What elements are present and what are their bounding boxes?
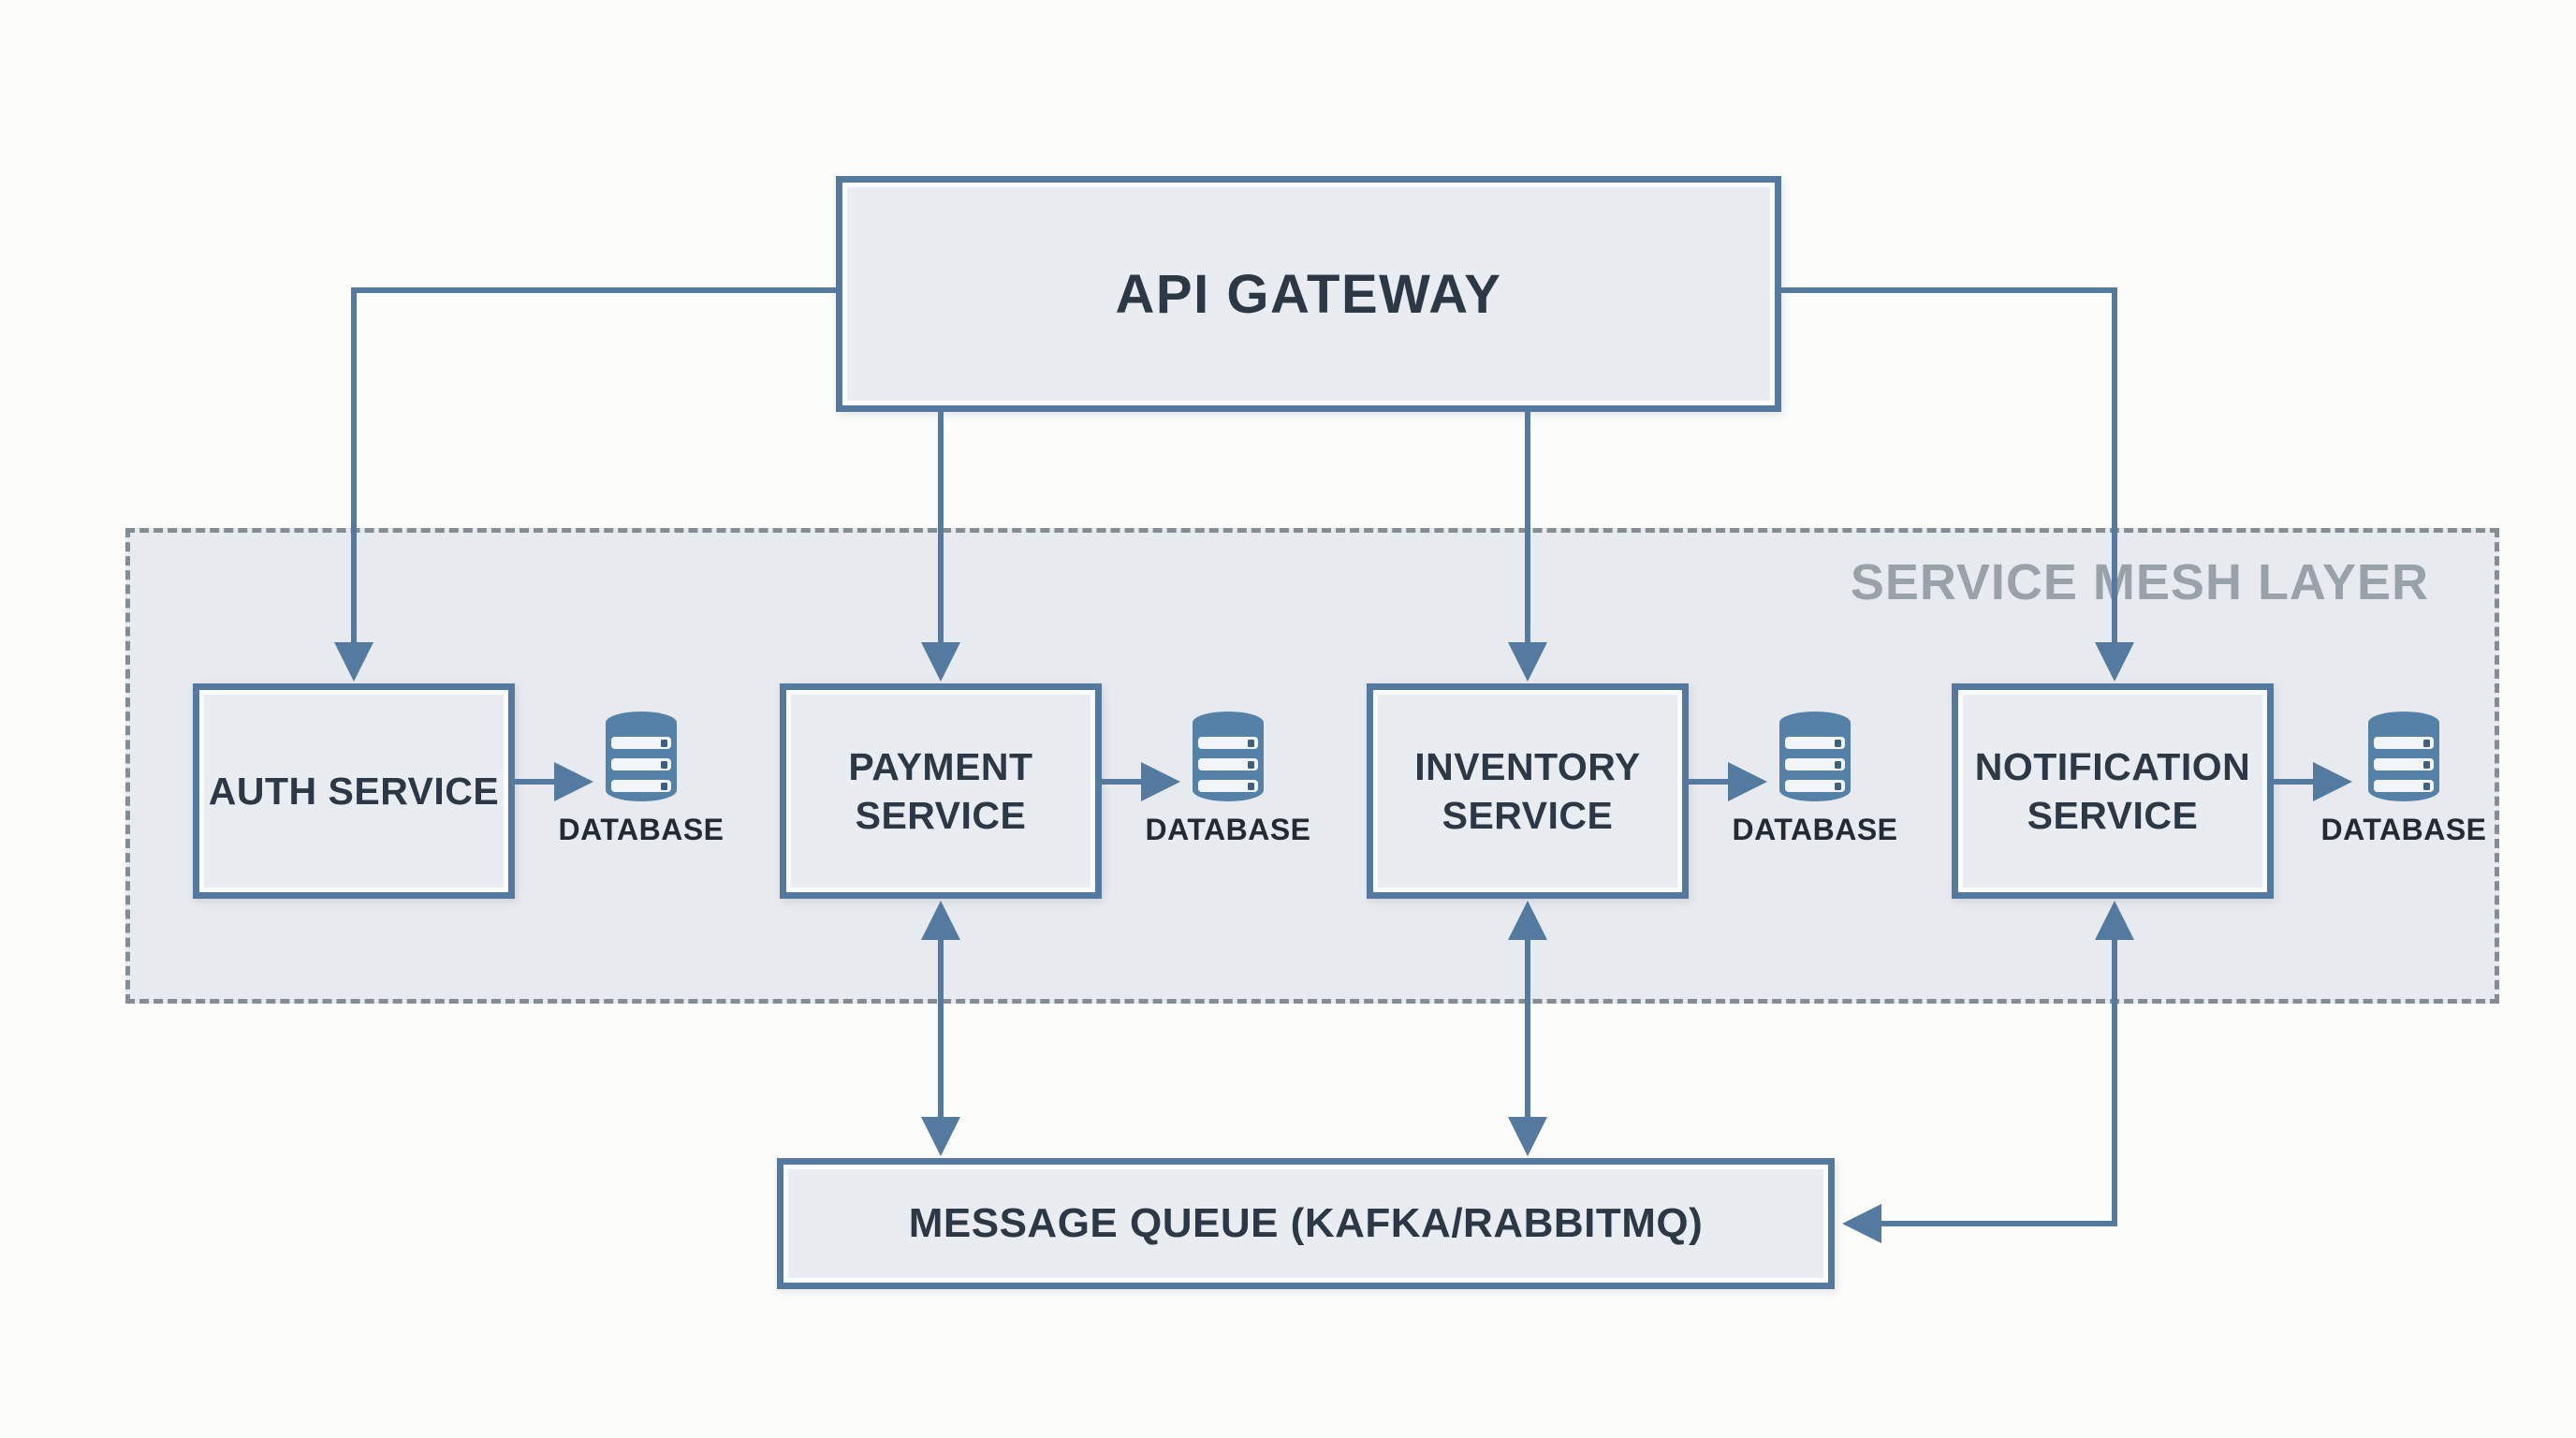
notification-service-node: NOTIFICATION SERVICE [1952,683,2274,899]
database-icon [1193,712,1264,801]
auth-database: DATABASE [552,710,730,847]
inventory-service-node: INVENTORY SERVICE [1367,683,1689,899]
database-label: DATABASE [1145,813,1311,846]
inventory-service-label: INVENTORY SERVICE [1414,744,1641,837]
auth-service-node: AUTH SERVICE [193,683,515,899]
auth-service-label: AUTH SERVICE [208,769,500,813]
notification-database: DATABASE [2315,710,2493,847]
database-icon [2368,712,2439,801]
message-queue-label: MESSAGE QUEUE (KAFKA/RABBITMQ) [908,1200,1704,1246]
inventory-database: DATABASE [1726,710,1904,847]
database-icon [1779,712,1851,801]
database-label: DATABASE [558,813,724,846]
api-gateway-node: API GATEWAY [836,176,1781,412]
database-label: DATABASE [1732,813,1898,846]
message-queue-node: MESSAGE QUEUE (KAFKA/RABBITMQ) [777,1158,1835,1289]
payment-database: DATABASE [1139,710,1317,847]
notification-service-label: NOTIFICATION SERVICE [1974,744,2251,837]
api-gateway-label: API GATEWAY [1115,263,1502,325]
database-label: DATABASE [2320,813,2487,846]
database-icon [606,712,677,801]
payment-service-node: PAYMENT SERVICE [780,683,1102,899]
payment-service-label: PAYMENT SERVICE [848,744,1033,837]
service-mesh-layer-label: SERVICE MESH LAYER [1850,554,2429,610]
